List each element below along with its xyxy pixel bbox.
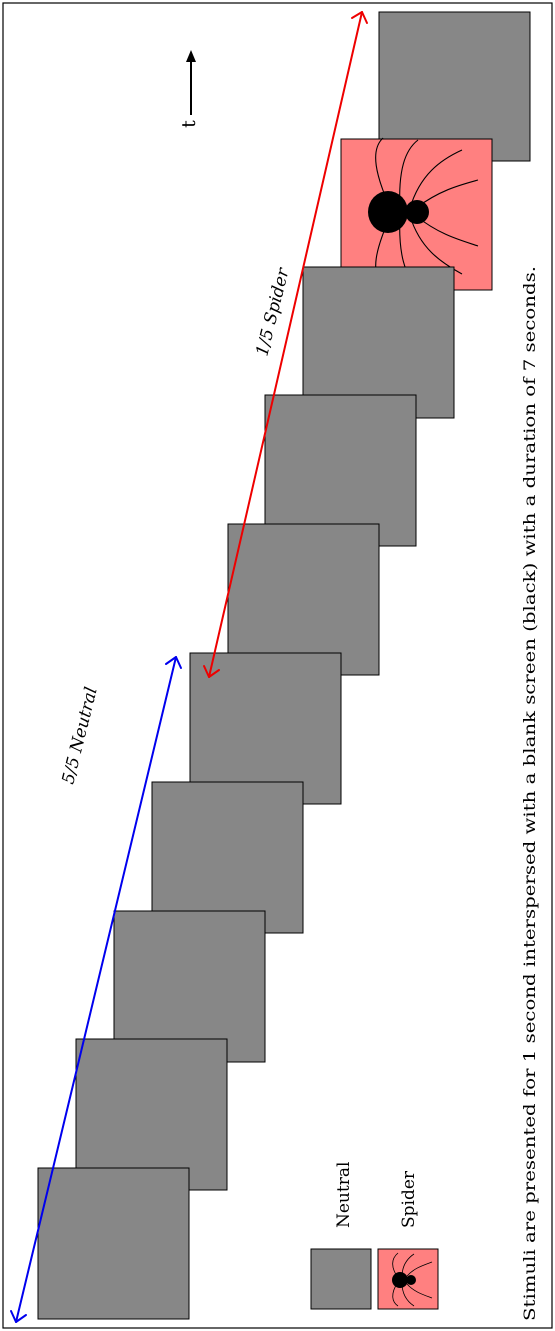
- stimulus-card-6: [227, 523, 380, 676]
- time-arrow-icon: [186, 50, 196, 115]
- figure-caption: Stimuli are presented for 1 second inter…: [520, 266, 539, 1321]
- legend-spider-icon: [392, 1252, 433, 1307]
- legend-neutral-label: Neutral: [334, 1162, 354, 1228]
- neutral-span-arrow: [10, 656, 182, 1323]
- spider-count-label: 1/5 Spider: [252, 265, 293, 358]
- stimulus-card-1: [37, 1167, 190, 1320]
- stimulus-card-7: [264, 394, 417, 547]
- time-label: t: [178, 120, 200, 128]
- stimulus-card-5: [189, 652, 342, 805]
- stimulus-card-8: [302, 266, 455, 419]
- neutral-count-label: 5/5 Neutral: [58, 685, 101, 786]
- spider-span-arrow: [203, 11, 368, 678]
- legend-spider-label: Spider: [399, 1170, 419, 1228]
- stimulus-card-4: [151, 781, 304, 934]
- legend-neutral-swatch: [310, 1248, 372, 1310]
- stimulus-card-2: [75, 1038, 228, 1191]
- stimulus-card-10: [378, 11, 531, 162]
